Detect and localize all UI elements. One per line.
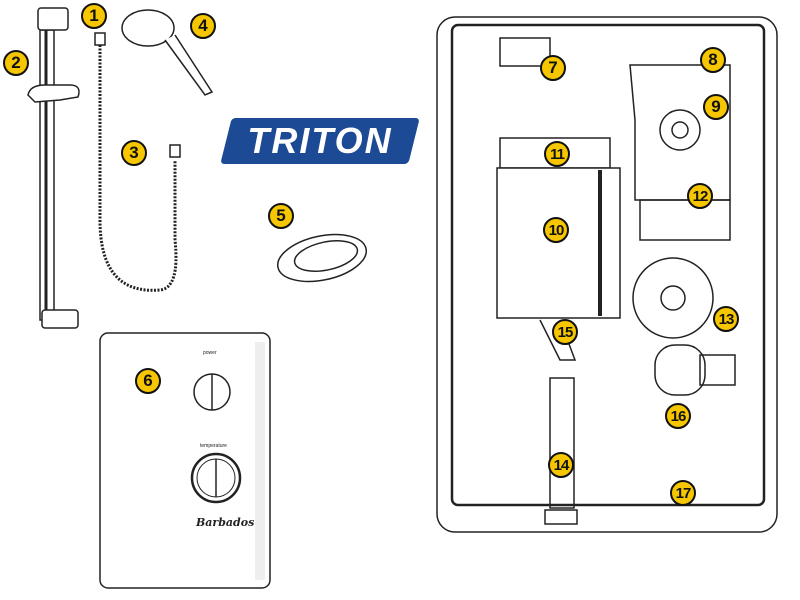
pressure-switch xyxy=(639,199,731,241)
model-name: Barbados xyxy=(196,516,255,529)
callout-13[interactable]: 13 xyxy=(713,306,739,332)
callout-14[interactable]: 14 xyxy=(548,452,574,478)
hose-end-top xyxy=(94,32,106,46)
callout-16[interactable]: 16 xyxy=(665,403,691,429)
terminal-block xyxy=(499,37,551,67)
callout-10[interactable]: 10 xyxy=(543,217,569,243)
triton-logo: TRITON xyxy=(220,118,420,164)
temperature-label: temperature xyxy=(200,443,227,449)
callout-12[interactable]: 12 xyxy=(687,183,713,209)
power-label: power xyxy=(203,350,217,356)
rail-bottom-bracket xyxy=(41,309,79,329)
hose xyxy=(98,45,178,292)
selector-switch xyxy=(659,109,701,151)
slider xyxy=(27,84,80,103)
hose-end-bottom xyxy=(169,144,181,158)
rail-top-bracket xyxy=(37,7,69,31)
callout-4[interactable]: 4 xyxy=(190,13,216,39)
soap-dish-inner xyxy=(293,240,359,272)
front-cover xyxy=(99,332,271,589)
callout-7[interactable]: 7 xyxy=(540,55,566,81)
logo-text: TRITON xyxy=(247,120,393,161)
unit-backplate xyxy=(450,23,766,507)
soap-dish xyxy=(276,233,368,283)
callout-9[interactable]: 9 xyxy=(703,94,729,120)
callout-17[interactable]: 17 xyxy=(670,480,696,506)
callout-11[interactable]: 11 xyxy=(544,141,570,167)
temperature-knob xyxy=(190,452,242,504)
shower-handle xyxy=(164,34,214,96)
callout-2[interactable]: 2 xyxy=(3,50,29,76)
stabiliser-valve xyxy=(632,257,714,339)
shower-head xyxy=(121,9,175,47)
callout-8[interactable]: 8 xyxy=(700,47,726,73)
callout-6[interactable]: 6 xyxy=(135,368,161,394)
callout-3[interactable]: 3 xyxy=(121,140,147,166)
callout-1[interactable]: 1 xyxy=(81,3,107,29)
solenoid-valve xyxy=(654,344,706,396)
callout-15[interactable]: 15 xyxy=(552,319,578,345)
callout-5[interactable]: 5 xyxy=(268,203,294,229)
outlet-pipe xyxy=(549,377,575,509)
